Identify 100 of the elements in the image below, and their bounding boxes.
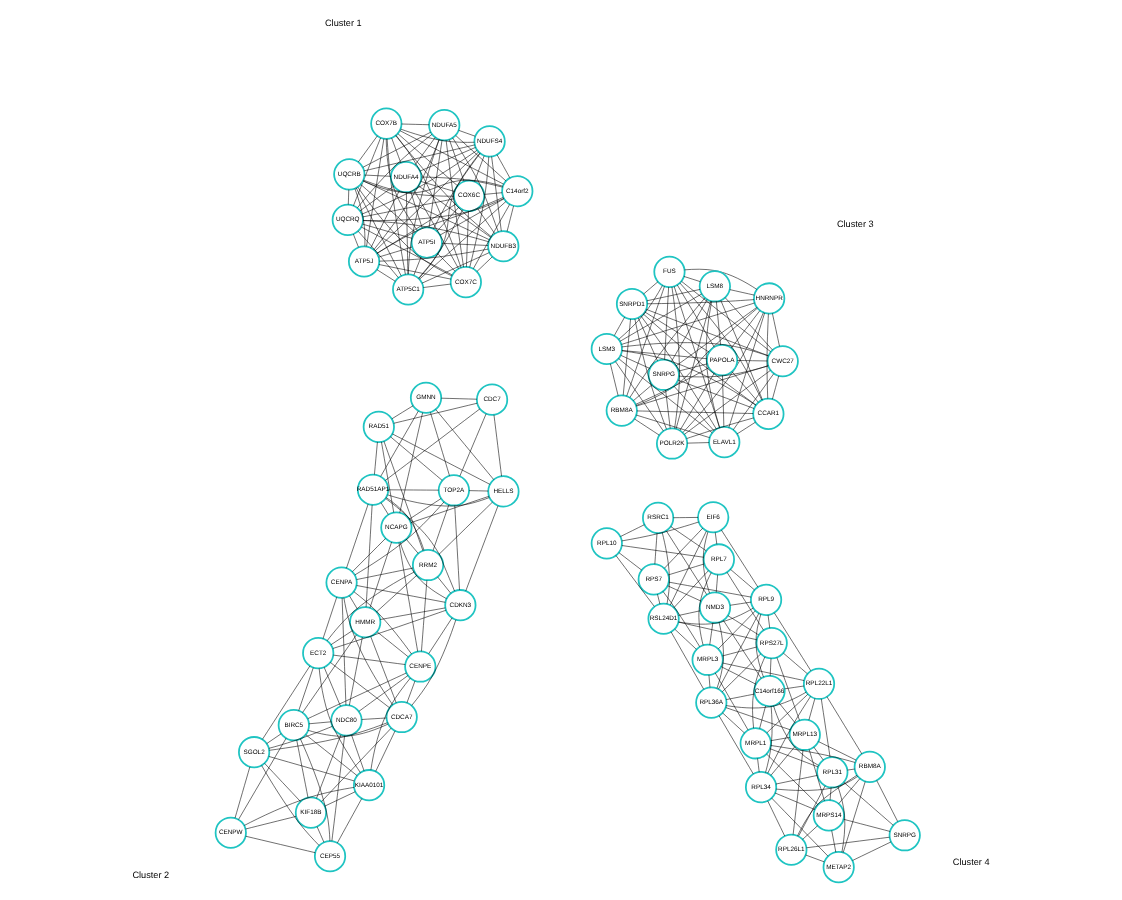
connector [421, 176, 503, 188]
connector [644, 311, 710, 353]
connector [430, 412, 450, 476]
connector [418, 209, 463, 279]
connector [330, 662, 390, 709]
connector [725, 693, 755, 700]
connector [679, 372, 715, 431]
connector [813, 746, 824, 761]
connector [376, 631, 409, 658]
connector [341, 597, 347, 706]
connector [732, 373, 774, 431]
connector [619, 293, 702, 342]
connector [679, 282, 763, 401]
connector [682, 312, 764, 433]
connector [379, 248, 489, 262]
connector [635, 367, 710, 405]
connector [392, 433, 491, 485]
connector [716, 621, 724, 689]
connector [414, 137, 436, 166]
connector [469, 156, 490, 268]
connector [723, 620, 762, 679]
connector [408, 498, 442, 520]
connector [362, 179, 504, 194]
connector [370, 636, 397, 704]
connector [445, 140, 464, 268]
connector [374, 151, 479, 252]
connector [837, 786, 846, 853]
connector [362, 220, 489, 243]
connector [766, 693, 809, 734]
connector [307, 723, 389, 737]
connector [410, 191, 423, 229]
connector [774, 792, 816, 810]
connector [636, 414, 711, 438]
connector [385, 498, 455, 592]
connector [366, 138, 385, 247]
connector [702, 531, 710, 594]
connector [778, 702, 796, 724]
connector [420, 181, 455, 192]
connector [752, 656, 766, 729]
connector [620, 355, 651, 369]
connector [264, 763, 301, 802]
connector [765, 706, 773, 773]
connector [843, 819, 891, 832]
connector [410, 496, 490, 523]
connector [419, 147, 476, 172]
connector [477, 208, 496, 234]
connector [244, 787, 355, 826]
connector [357, 186, 453, 277]
connector [646, 289, 701, 302]
connector [818, 741, 857, 761]
connector [436, 206, 460, 232]
connector [821, 698, 831, 758]
connector [771, 797, 829, 857]
connector [770, 746, 796, 776]
connector [808, 749, 825, 802]
connector [775, 775, 818, 785]
connector [361, 717, 387, 720]
connector [376, 574, 418, 613]
connector [662, 591, 701, 648]
connector [831, 830, 837, 853]
connector [356, 585, 446, 603]
connector [621, 302, 755, 345]
connector [626, 286, 665, 397]
connector [356, 567, 414, 580]
connector [378, 246, 413, 258]
connector [673, 385, 715, 432]
connector [621, 545, 705, 558]
connector [361, 149, 478, 215]
connector [629, 297, 706, 398]
connector [390, 436, 443, 481]
connector [437, 253, 456, 272]
connector [664, 527, 703, 569]
connector [296, 739, 309, 798]
connector [673, 286, 720, 428]
connector [381, 441, 395, 513]
connector [684, 370, 771, 435]
connector [330, 630, 353, 646]
connector [349, 595, 358, 610]
connector [351, 734, 365, 772]
connector [675, 307, 758, 367]
connector [678, 621, 758, 641]
connector [323, 666, 341, 707]
connector [636, 410, 754, 414]
connector [668, 581, 752, 598]
connector [720, 300, 763, 401]
connector [661, 532, 670, 605]
connector [770, 745, 856, 763]
connector [376, 197, 504, 254]
connector [698, 572, 712, 646]
connector [343, 597, 393, 706]
connector [759, 705, 766, 729]
connector [358, 675, 409, 712]
connector [449, 139, 465, 182]
connector [370, 190, 400, 249]
connector [474, 155, 485, 182]
connector [721, 653, 762, 693]
connector [387, 489, 439, 491]
connector [466, 210, 469, 268]
connector [399, 130, 505, 185]
connector [776, 657, 800, 721]
